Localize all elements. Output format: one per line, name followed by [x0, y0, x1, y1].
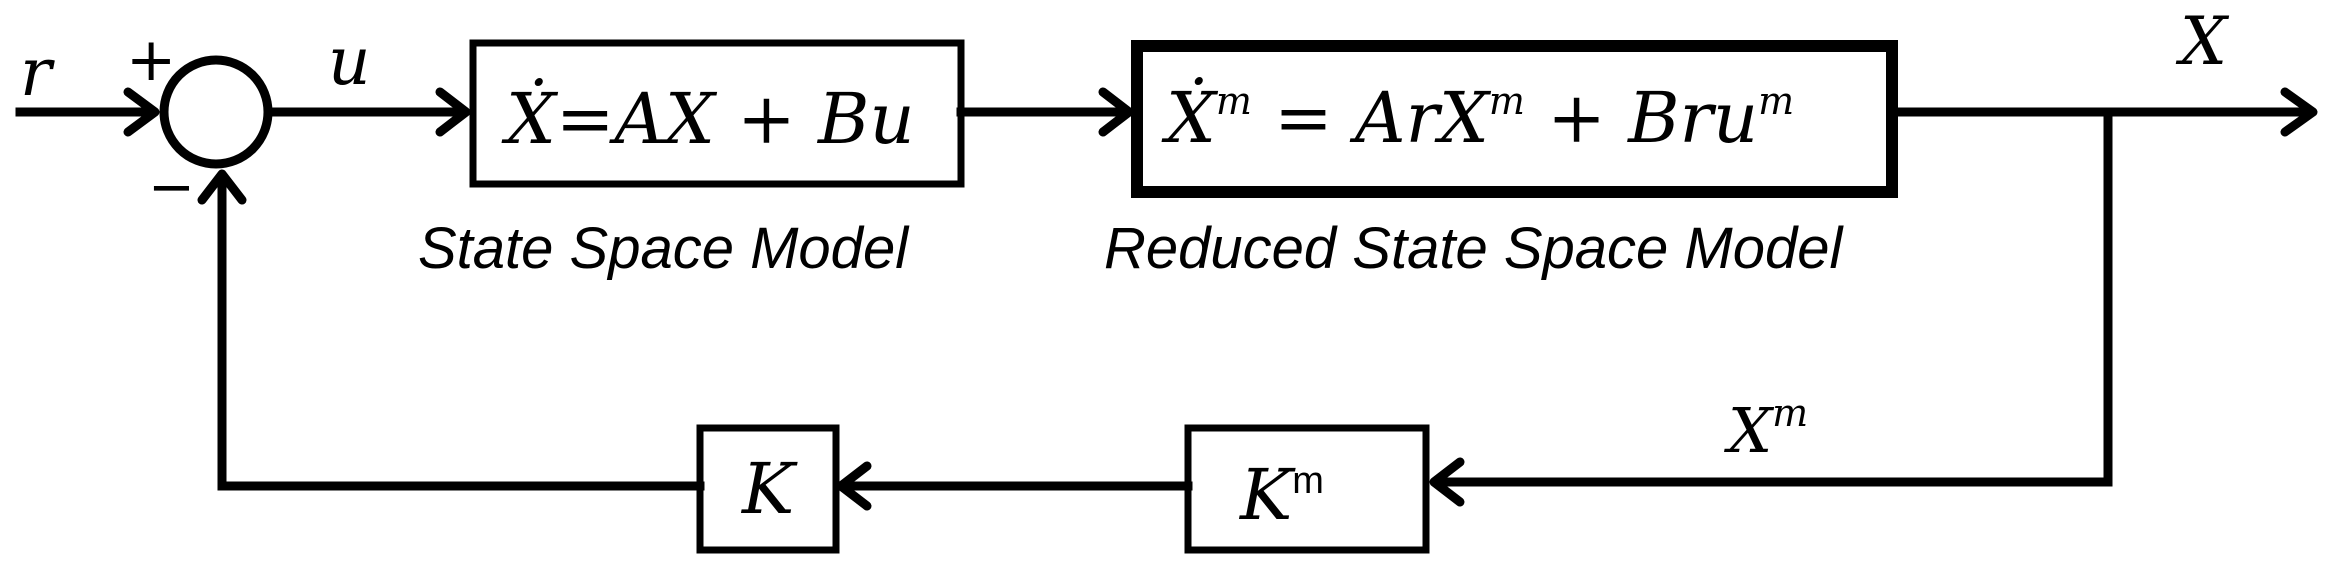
reduced-xdot-sup: m — [1216, 79, 1252, 123]
reduced-state-space-equation: Ẋm = ArXm + Brum — [1161, 77, 1794, 159]
xm-base: X — [1724, 394, 1775, 467]
summing-junction — [159, 55, 273, 169]
k-input-arrowhead — [836, 461, 872, 511]
reduced-eq-tail: + Bru — [1525, 77, 1758, 159]
reduced-state-space-block — [1131, 40, 1898, 198]
reduced-eq-mid: = ArX — [1252, 77, 1492, 159]
intermediate-arrowhead — [1098, 87, 1134, 137]
reduced-xdot: Ẋ — [1161, 77, 1219, 159]
state-space-caption: State Space Model — [418, 216, 910, 281]
xm-sup: m — [1772, 391, 1808, 435]
gain-k-block — [696, 424, 840, 554]
state-space-equation: Ẋ=AX + Bu — [501, 78, 915, 160]
signal-label-x: X — [2175, 3, 2230, 80]
minus-sign: − — [148, 155, 195, 220]
gain-km-label: Km — [1238, 454, 1324, 536]
state-space-block — [469, 39, 965, 188]
input-arrowhead — [123, 87, 160, 137]
signal-label-r: r — [20, 34, 55, 111]
reduced-eq-mid-sup: m — [1489, 79, 1525, 123]
gain-km-sup: m — [1292, 460, 1324, 502]
gain-k-label: K — [740, 448, 798, 530]
signal-label-u: u — [328, 23, 371, 100]
feedback-arrowhead — [197, 169, 247, 205]
output-arrowhead — [2280, 87, 2318, 137]
plus-sign: + — [126, 25, 176, 95]
gain-km-base: K — [1238, 454, 1296, 536]
state-space-rhs: =AX + Bu — [556, 78, 915, 160]
state-space-xdot: Ẋ — [501, 78, 559, 160]
reduced-state-space-caption: Reduced State Space Model — [1104, 216, 1844, 281]
control-arrowhead — [435, 87, 471, 137]
km-input-arrowhead — [1429, 457, 1465, 507]
signal-label-xm: Xm — [1724, 391, 1808, 467]
reduced-eq-tail-sup: m — [1758, 79, 1794, 123]
